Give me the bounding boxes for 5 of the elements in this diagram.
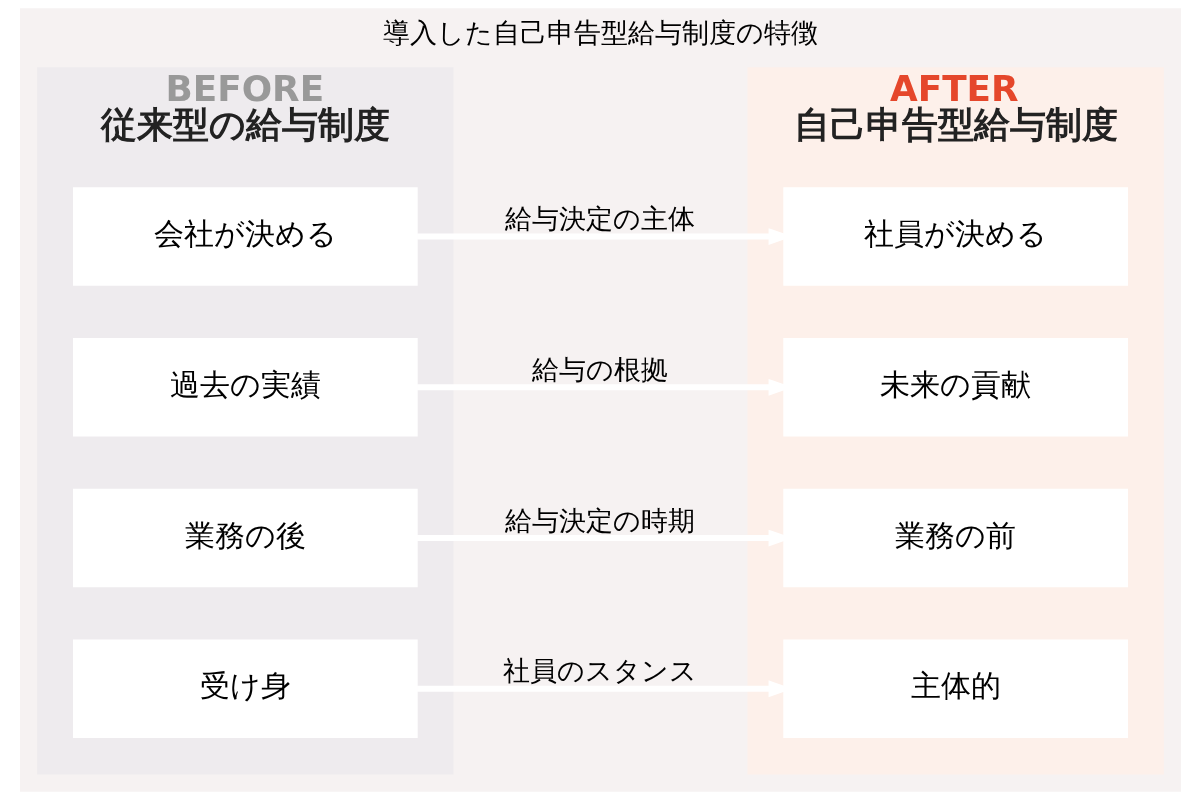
diagram-title: 導入した自己申告型給与制度の特徴 (382, 16, 818, 48)
edge-label: 給与決定の時期 (505, 504, 695, 536)
edge-label: 社員のスタンス (503, 655, 697, 687)
edge-label: 給与決定の主体 (505, 203, 695, 235)
edge-label: 給与の根拠 (532, 353, 668, 385)
